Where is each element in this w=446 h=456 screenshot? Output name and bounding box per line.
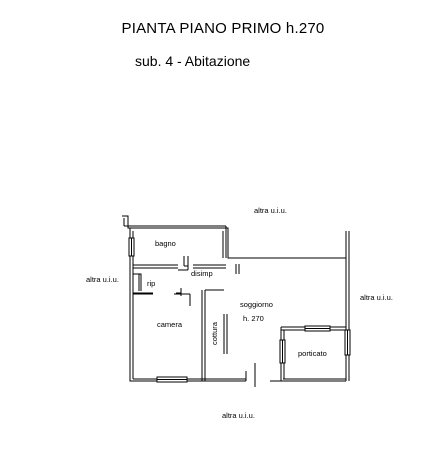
label-camera: camera — [157, 320, 183, 329]
rip-wall — [133, 273, 182, 296]
label-neighbor-top: altra u.i.u. — [254, 206, 287, 215]
rip-divider — [139, 273, 142, 291]
label-disimp: disimp — [191, 269, 213, 278]
label-neighbor-left: altra u.i.u. — [86, 275, 119, 284]
outer-wall-west-inner — [132, 231, 157, 380]
label-cottura: cottura — [210, 321, 219, 345]
outer-wall-west — [129, 228, 157, 382]
label-neighbor-right: altra u.i.u. — [360, 293, 393, 302]
label-soggiorno: soggiorno — [240, 300, 273, 309]
outer-wall-south — [187, 378, 283, 382]
cottura-wall — [223, 314, 228, 354]
bagno-wall — [133, 264, 226, 269]
plan-subtitle: sub. 4 - Abitazione — [135, 53, 251, 69]
disimp-walls — [178, 256, 189, 271]
label-rip: rip — [147, 279, 155, 288]
outer-wall-north-west-inner — [123, 218, 227, 258]
label-soggiorno-height: h. 270 — [243, 314, 264, 323]
label-porticato: porticato — [298, 349, 327, 358]
camera-east-wall — [201, 290, 206, 381]
disimp-stub — [235, 264, 240, 274]
label-bagno: bagno — [155, 239, 176, 248]
outer-wall-north-west — [122, 215, 347, 259]
plan-title: PIANTA PIANO PRIMO h.270 — [121, 20, 325, 37]
label-neighbor-bottom: altra u.i.u. — [222, 411, 255, 420]
bagno-east-wall — [222, 231, 227, 258]
camera-north-wall — [133, 293, 191, 306]
